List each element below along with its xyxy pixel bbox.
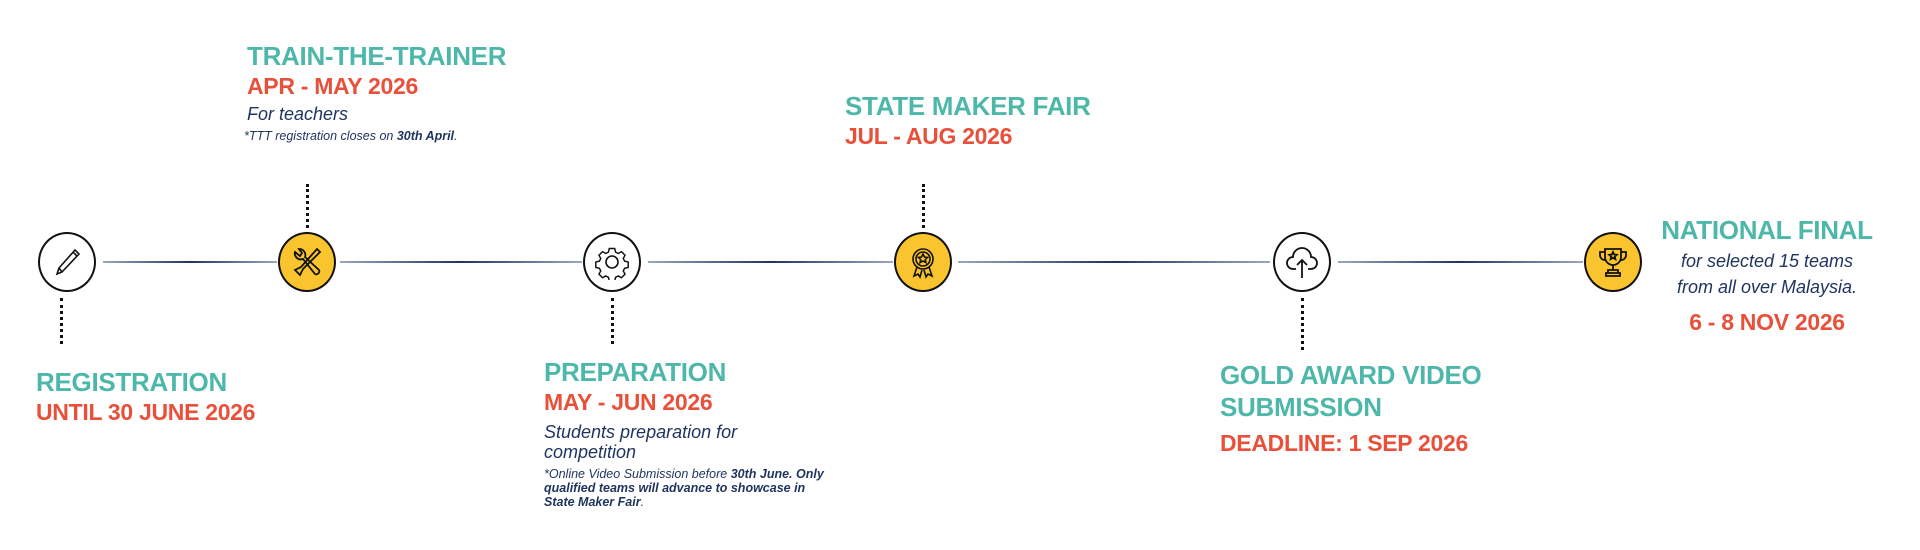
milestone-description: from all over Malaysia. [1676, 277, 1858, 297]
milestone-description: Students preparation for competition [544, 422, 738, 462]
milestone-description: for selected 15 teams [1680, 251, 1854, 271]
milestone-date: APR - MAY 2026 [247, 73, 418, 99]
milestone-date: 6 - 8 NOV 2026 [1689, 309, 1845, 335]
tools-icon [293, 247, 322, 277]
note-text: . [454, 129, 458, 143]
milestone-note: *TTT registration closes on 30th April. [244, 129, 506, 143]
note-text: . [640, 495, 645, 509]
milestone-title: REGISTRATION [36, 367, 227, 397]
milestone-title: STATE MAKER FAIR [845, 91, 1091, 121]
milestone-date: MAY - JUN 2026 [544, 389, 713, 415]
milestone-node-national-final [1584, 232, 1642, 292]
milestone-state-maker-fair: STATE MAKER FAIR JUL - AUG 2026 [845, 90, 1091, 150]
milestone-registration: REGISTRATION UNTIL 30 JUNE 2026 [36, 366, 255, 426]
milestone-node-preparation [583, 232, 641, 292]
milestone-node-registration [38, 232, 96, 292]
milestone-node-train-the-trainer [278, 232, 336, 292]
timeline-connector [648, 261, 893, 263]
milestone-title: GOLD AWARD VIDEO SUBMISSION [1220, 360, 1482, 422]
cloud-upload-icon [1286, 247, 1318, 278]
dotted-connector [60, 298, 63, 344]
timeline-connector [103, 261, 277, 263]
note-bold: 30th June. Only qualified teams will adv… [544, 467, 824, 509]
note-text: *TTT registration closes on [244, 129, 397, 143]
milestone-node-gold-award-video [1273, 232, 1331, 292]
dotted-connector [1301, 298, 1304, 350]
gear-icon [595, 247, 629, 280]
pencil-icon [55, 248, 81, 276]
milestone-date: JUL - AUG 2026 [845, 123, 1013, 149]
milestone-title: NATIONAL FINAL [1661, 215, 1873, 245]
milestone-date: UNTIL 30 JUNE 2026 [36, 399, 256, 425]
milestone-title: PREPARATION [544, 357, 727, 387]
milestone-description: For teachers [247, 104, 349, 124]
timeline-connector [958, 261, 1270, 263]
timeline-connector [340, 261, 582, 263]
dotted-connector [922, 184, 925, 228]
milestone-gold-award-video: GOLD AWARD VIDEO SUBMISSION DEADLINE: 1 … [1220, 359, 1520, 457]
timeline-connector [1338, 261, 1583, 263]
award-medal-icon [912, 248, 934, 279]
milestone-note: *Online Video Submission before 30th Jun… [544, 467, 834, 509]
dotted-connector [611, 298, 614, 344]
note-text: *Online Video Submission before [544, 467, 731, 481]
trophy-icon [1599, 248, 1627, 277]
milestone-preparation: PREPARATION MAY - JUN 2026 Students prep… [544, 356, 844, 509]
milestone-title: TRAIN-THE-TRAINER [247, 41, 507, 71]
milestone-node-state-maker-fair [894, 232, 952, 292]
dotted-connector [306, 184, 309, 228]
milestone-date: DEADLINE: 1 SEP 2026 [1220, 430, 1468, 456]
milestone-train-the-trainer: TRAIN-THE-TRAINER APR - MAY 2026 For tea… [244, 40, 507, 143]
note-bold: 30th April [396, 129, 455, 143]
milestone-national-final: NATIONAL FINAL for selected 15 teams fro… [1617, 214, 1917, 336]
